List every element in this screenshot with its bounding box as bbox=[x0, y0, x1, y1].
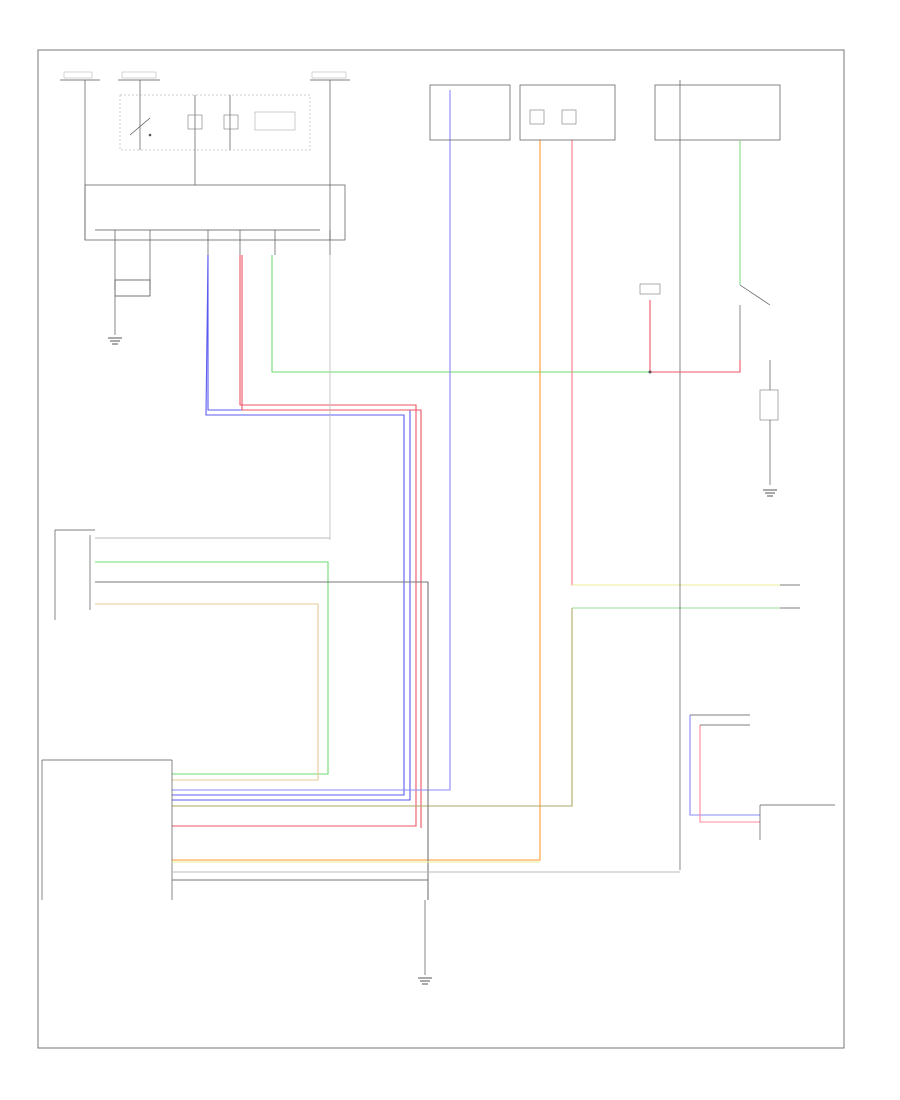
horn-relay-group bbox=[639, 80, 781, 870]
wire-blue-center bbox=[172, 90, 451, 791]
bottom-ground bbox=[418, 900, 432, 985]
bcm-power-group bbox=[60, 71, 350, 240]
bcm-lower-box bbox=[41, 759, 680, 900]
wire-pink bbox=[571, 140, 720, 586]
wire-red bbox=[172, 255, 417, 827]
wire-green-lower bbox=[271, 255, 650, 373]
wire-orange bbox=[172, 140, 541, 861]
combination-meter-connector bbox=[780, 584, 800, 609]
ipdm-box bbox=[429, 84, 616, 141]
wire-blue bbox=[172, 255, 411, 801]
security-indicator-module bbox=[689, 714, 835, 840]
left-ground-loop bbox=[108, 255, 151, 345]
diagram-frame bbox=[37, 49, 845, 1049]
bcm-connector-box bbox=[84, 184, 346, 255]
door-switch-unit bbox=[54, 529, 429, 900]
